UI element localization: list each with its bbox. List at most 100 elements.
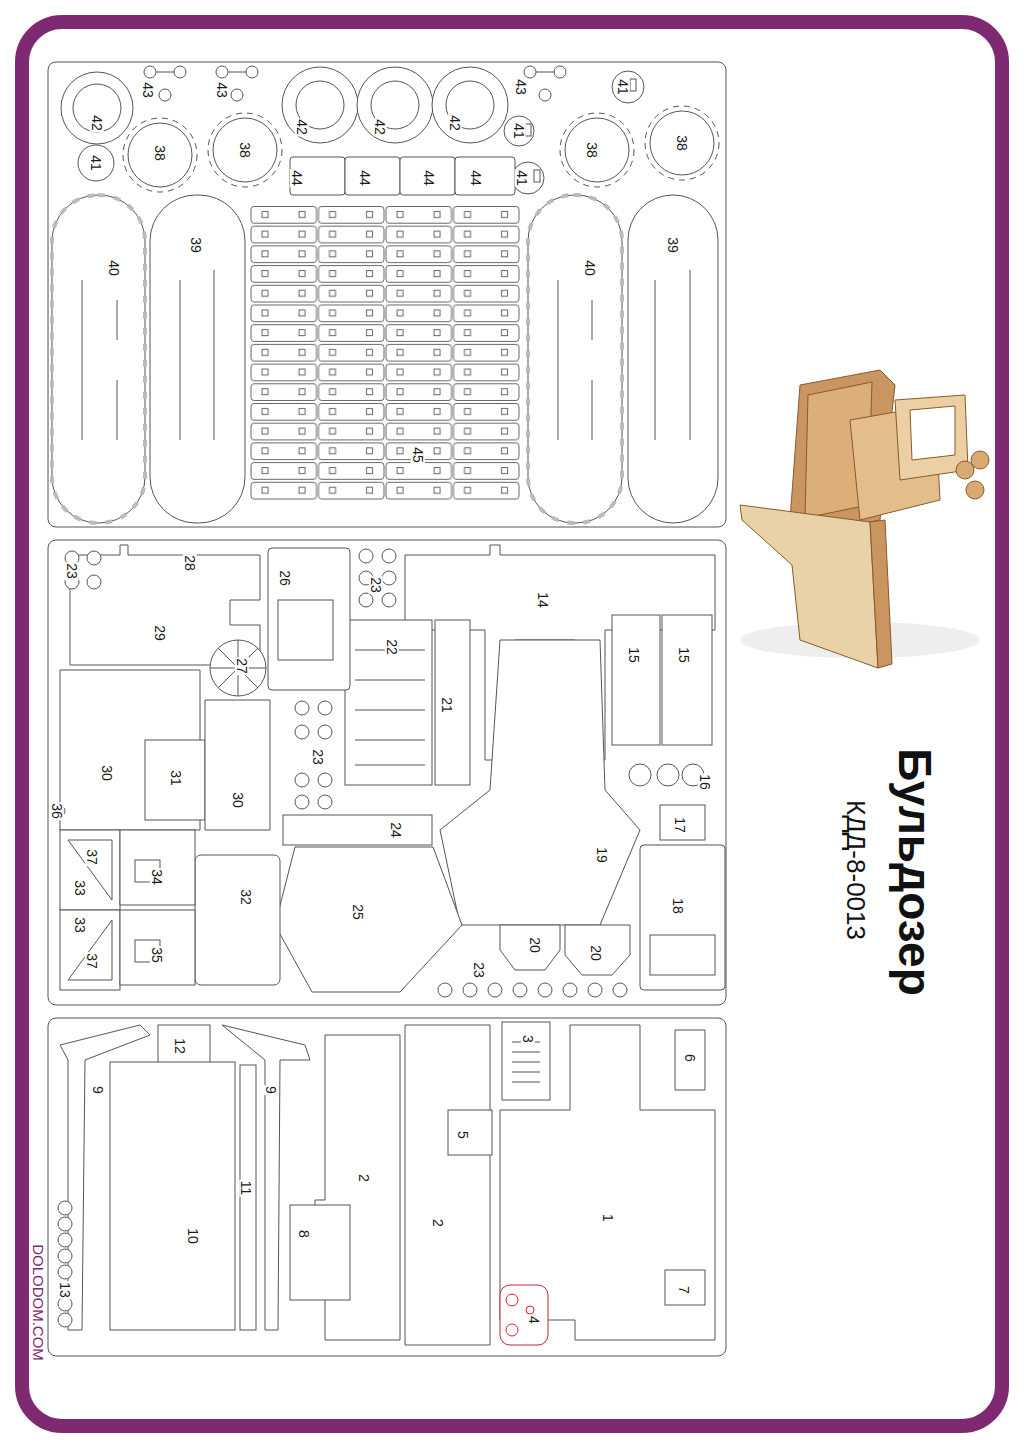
panel-two-parts-shape — [275, 847, 462, 992]
part-number: 42 — [90, 114, 104, 132]
panel-one-parts-shape — [539, 89, 551, 101]
part-number: 32 — [239, 888, 253, 906]
panel-one-parts-shape — [565, 118, 629, 182]
part-number: 29 — [153, 624, 167, 642]
panel-three-parts-shape — [58, 1201, 72, 1215]
panel-three-parts-shape — [405, 1025, 490, 1345]
panel-one-parts-shape — [82, 280, 83, 440]
panel-two-parts-shape — [435, 620, 470, 785]
part-number: 25 — [351, 903, 365, 921]
panel-two-parts-shape — [318, 725, 332, 739]
panel-two-parts-shape — [355, 710, 425, 711]
bulldozer-illustration-shape — [870, 520, 892, 668]
panel-one-parts-shape — [524, 66, 536, 78]
panel-two-parts-shape — [588, 983, 602, 997]
panel-two-parts-shape — [463, 983, 477, 997]
panel-one-parts-shape — [250, 205, 520, 500]
panel-one-parts-shape — [117, 300, 118, 340]
panel-one-parts-shape — [536, 72, 554, 73]
part-number: 19 — [595, 846, 609, 864]
panel-three-parts-shape — [512, 1052, 540, 1053]
panel-two-parts-shape — [295, 773, 309, 787]
panel-one-parts-shape — [174, 66, 186, 78]
part-number: 42 — [373, 118, 387, 136]
panel-two-parts-shape — [318, 795, 332, 809]
panel-one-parts-shape — [528, 195, 622, 523]
panel-one-parts-shape — [208, 113, 282, 187]
panel-two-parts-shape — [662, 615, 712, 745]
part-number: 20 — [528, 936, 542, 954]
part-number: 41 — [616, 78, 630, 96]
panel-three-parts-shape — [158, 1025, 210, 1065]
panel-three-parts-shape — [240, 1065, 256, 1330]
part-number: 22 — [385, 638, 399, 656]
panel-two-parts-shape — [210, 640, 266, 696]
panel-two-parts-shape — [218, 648, 258, 688]
panel-two-parts-shape — [438, 983, 452, 997]
panel-three-parts-shape — [512, 1042, 540, 1082]
panel-one-parts-shape — [612, 71, 644, 103]
panel-two-parts-shape — [68, 840, 112, 900]
part-number: 9 — [91, 1085, 105, 1095]
panel-two-parts-shape — [355, 680, 425, 681]
panel-two-parts-shape — [195, 855, 280, 985]
part-number: 6 — [683, 1053, 697, 1063]
panel-two-parts-shape — [612, 615, 660, 745]
panel-two-parts-shape — [295, 795, 309, 809]
part-number: 38 — [238, 141, 252, 159]
part-number: 21 — [440, 696, 454, 714]
part-number: 37 — [85, 848, 99, 866]
part-number: 44 — [290, 169, 304, 187]
panel-three-parts-shape — [500, 1285, 548, 1345]
panel-one-parts-shape — [554, 66, 566, 78]
panel-three-parts-shape — [506, 1324, 518, 1336]
part-number: 44 — [469, 169, 483, 187]
panel-two-parts-shape — [278, 600, 333, 660]
panel-one-parts-shape — [690, 270, 691, 440]
part-number: 44 — [358, 169, 372, 187]
panel-two-parts-shape — [295, 725, 309, 739]
panel-two-parts-shape — [613, 983, 627, 997]
panel-one-parts-shape — [534, 170, 540, 182]
panel-one-parts-shape — [213, 118, 277, 182]
part-number: 44 — [422, 169, 436, 187]
panel-one-parts-shape — [231, 89, 243, 101]
panel-two-parts-shape — [538, 983, 552, 997]
panel-two-parts-shape — [145, 740, 205, 820]
panel-one-parts-shape — [180, 280, 181, 440]
part-number: 28 — [183, 554, 197, 572]
panel-one-parts-shape — [128, 123, 192, 187]
panel-one-parts-shape — [357, 67, 433, 143]
part-number: 2 — [357, 1173, 371, 1183]
panel-one-parts-shape — [150, 195, 245, 523]
part-number: 45 — [411, 446, 425, 464]
part-number: 4 — [527, 1315, 541, 1325]
panel-one-parts-shape — [645, 106, 719, 180]
panel-two-parts-shape — [205, 700, 270, 830]
panel-two-parts-shape — [359, 549, 373, 563]
part-number: 39 — [666, 236, 680, 254]
panel-three-parts-shape — [506, 1294, 518, 1306]
part-number: 40 — [107, 259, 121, 277]
part-number: 13 — [58, 1281, 72, 1299]
part-number: 24 — [389, 821, 403, 839]
part-number: 26 — [278, 569, 292, 587]
panel-one-parts-shape — [528, 195, 622, 523]
part-number: 42 — [295, 118, 309, 136]
panel-one-parts-shape — [214, 270, 215, 440]
part-number: 23 — [472, 961, 486, 979]
part-number: 5 — [456, 1130, 470, 1140]
part-number: 12 — [173, 1037, 187, 1055]
part-number: 30 — [231, 791, 245, 809]
panel-one-parts-shape — [144, 66, 156, 78]
panel-two-parts-shape — [382, 593, 396, 607]
panel-one-parts-shape — [504, 116, 534, 146]
panel-two-parts-shape — [87, 551, 101, 565]
bulldozer-illustration-shape — [740, 505, 878, 668]
part-number: 43 — [141, 81, 155, 99]
panel-two-parts-shape — [283, 815, 432, 845]
panel-one-parts-shape — [525, 124, 531, 136]
part-number: 9 — [264, 1085, 278, 1095]
panel-three-parts-shape — [58, 1265, 72, 1279]
